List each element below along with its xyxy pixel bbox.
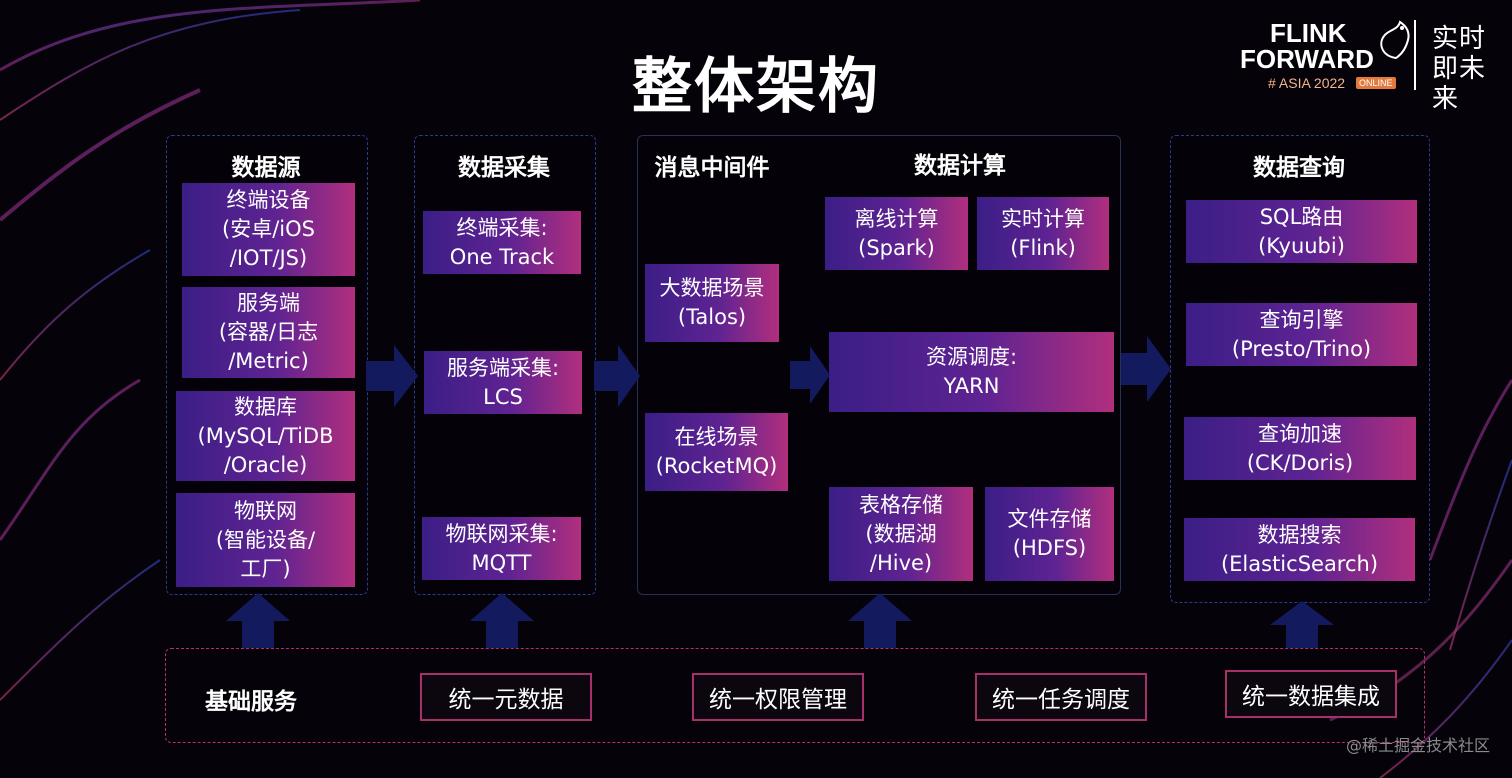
source-server: 服务端 (容器/日志 /Metric) [182,287,355,378]
compute-scheduler: 资源调度: YARN [829,332,1114,412]
compute-header: 数据计算 [914,153,1006,179]
logo-divider [1414,20,1416,90]
box-line: /IOT/JS) [229,246,308,270]
query-sql-routing: SQL路由 (Kyuubi) [1186,200,1417,263]
service-unified-scheduling: 统一任务调度 [975,673,1147,721]
box-line: 表格存储 [859,492,943,517]
box-line: 查询加速 [1258,421,1342,446]
box-line: /Hive) [869,550,933,575]
box-line: 资源调度: [925,345,1018,369]
source-terminal-devices: 终端设备 (安卓/iOS /IOT/JS) [182,183,355,276]
arrow-right-icon [594,345,640,407]
flink-forward-logo: FLINK FORWARD # ASIA 2022 ONLINE 实时即未来 [1238,14,1500,114]
box-line: LCS [483,384,523,409]
box-line: (HDFS) [1012,536,1087,560]
box-line: (RocketMQ) [655,454,778,478]
sources-header: 数据源 [231,155,301,181]
page-title: 整体架构 [632,52,880,122]
box-line: (Talos) [677,305,747,329]
logo-line-3: # ASIA 2022 [1268,75,1346,91]
box-line: 数据搜索 [1257,522,1342,547]
query-acceleration: 查询加速 (CK/Doris) [1184,417,1416,480]
box-line: (智能设备/ [215,527,316,552]
box-line: One Track [449,244,555,269]
box-line: (容器/日志 [218,320,319,344]
collection-header: 数据采集 [458,155,550,181]
collection-terminal: 终端采集: One Track [423,211,581,274]
box-line: SQL路由 [1259,204,1344,229]
box-line: (Kyuubi) [1258,233,1345,258]
box-line: 终端设备 [226,188,311,212]
compute-realtime: 实时计算 (Flink) [977,197,1109,270]
collection-server: 服务端采集: LCS [424,351,582,414]
source-database: 数据库 (MySQL/TiDB /Oracle) [176,391,355,481]
logo-line-1: FLINK [1270,18,1347,48]
arrow-right-icon [790,346,830,404]
query-header: 数据查询 [1253,155,1345,181]
box-line: 工厂) [240,556,291,581]
arrow-right-icon [1121,336,1171,402]
middleware-online: 在线场景 (RocketMQ) [645,413,788,491]
arrow-up-icon [470,593,534,648]
box-line: /Oracle) [223,452,308,477]
box-line: (Spark) [858,235,935,260]
box-line: (MySQL/TiDB [197,423,334,448]
query-engine: 查询引擎 (Presto/Trino) [1186,303,1417,366]
logo-line-2: FORWARD [1240,44,1374,74]
middleware-header: 消息中间件 [654,155,770,181]
source-iot: 物联网 (智能设备/ 工厂) [176,493,355,587]
arrow-right-icon [366,345,418,407]
box-line: (Flink) [1010,235,1076,260]
arrow-up-icon [226,593,290,648]
box-line: /Metric) [228,349,309,373]
collection-iot: 物联网采集: MQTT [422,517,581,580]
base-services-panel [165,648,1425,743]
box-line: (ElasticSearch) [1220,551,1379,576]
box-line: 文件存储 [1007,507,1092,531]
compute-table-storage: 表格存储 (数据湖 /Hive) [829,487,973,581]
box-line: YARN [943,374,1000,398]
box-line: 物联网采集: [445,521,558,546]
query-search: 数据搜索 (ElasticSearch) [1184,518,1415,581]
compute-file-storage: 文件存储 (HDFS) [985,487,1114,581]
compute-offline: 离线计算 (Spark) [825,197,968,270]
box-line: 物联网 [234,498,297,523]
box-line: (Presto/Trino) [1231,336,1372,361]
box-line: (安卓/iOS [222,217,315,241]
arrow-up-icon [848,593,912,648]
online-badge: ONLINE [1356,77,1396,89]
service-unified-integration: 统一数据集成 [1225,670,1397,718]
box-line: 终端采集: [456,215,548,240]
service-unified-permission: 统一权限管理 [692,673,864,721]
box-line: 离线计算 [854,206,939,231]
box-line: 大数据场景 [659,276,765,300]
box-line: (数据湖 [865,521,937,546]
box-line: (CK/Doris) [1246,450,1354,475]
watermark: @稀土掘金技术社区 [1345,736,1490,755]
box-line: MQTT [471,550,532,575]
service-unified-metadata: 统一元数据 [420,673,592,721]
logo-slogan: 实时即未来 [1432,24,1487,114]
box-line: 数据库 [234,394,297,419]
box-line: 服务端 [237,291,300,315]
base-services-label: 基础服务 [205,689,297,715]
middleware-bigdata: 大数据场景 (Talos) [645,264,779,342]
box-line: 查询引擎 [1259,307,1344,332]
box-line: 实时计算 [1001,206,1085,231]
arrow-up-icon [1270,601,1334,648]
box-line: 在线场景 [674,425,759,449]
box-line: 服务端采集: [446,355,560,380]
squirrel-icon [1380,20,1410,60]
